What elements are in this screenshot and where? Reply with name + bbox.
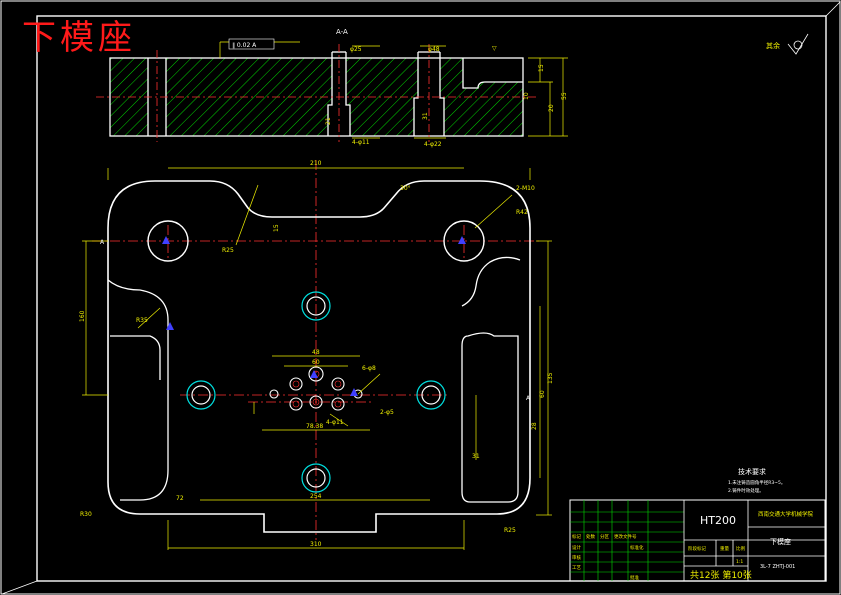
drawing-number: 3L-7 ZHTJ-001 [760, 564, 795, 570]
title-block: HT200 西南交通大学机械学院 下模座 3L-7 ZHTJ-001 共12张 … [569, 499, 826, 582]
section-mark-right: A [526, 395, 531, 402]
dim-h-10: 10 [523, 92, 530, 100]
svg-text:设计: 设计 [572, 544, 581, 551]
dim-w-48: 48 [312, 349, 320, 356]
svg-text:标准化: 标准化 [630, 544, 644, 551]
svg-text:比例: 比例 [736, 545, 745, 552]
plan-view: 210 310 254 48 60 78.38 160 135 60 28 15… [79, 160, 554, 550]
svg-text:其余: 其余 [766, 41, 780, 50]
dim-w-254: 254 [310, 493, 322, 500]
dim-h-15: 15 [538, 64, 545, 72]
dim-r-30: R30 [80, 511, 92, 518]
svg-text:工艺: 工艺 [572, 565, 581, 571]
dim-2-phi5: 2-φ5 [380, 409, 394, 416]
part-name-label: 下模座 [770, 537, 791, 546]
section-view: 55 15 20 10 4-φ11 4-φ22 φ25 φ48 21 31 ∥ … [96, 28, 568, 148]
tech-req-line-2: 2.铸件时效处理。 [728, 487, 764, 494]
section-label: A-A [336, 28, 348, 36]
dim-31b: 31 [472, 453, 480, 460]
inner-frame [36, 15, 827, 582]
dim-angle-30: 30° [400, 185, 411, 192]
material-label: HT200 [700, 514, 736, 527]
svg-text:审核: 审核 [572, 554, 581, 561]
dim-h-60: 60 [539, 390, 546, 398]
tech-requirements: 技术要求 1.未注铸造圆角半径R3~5。 2.铸件时效处理。 [728, 467, 785, 494]
page-title: 下模座 [22, 18, 136, 58]
dim-h-160: 160 [79, 310, 86, 322]
school-name: 西南交通大学机械学院 [758, 510, 814, 518]
dim-r-25: R25 [222, 247, 234, 254]
dim-r-35: R35 [136, 317, 148, 324]
dim-h-20: 20 [548, 104, 555, 112]
dim-h-72: 72 [176, 495, 184, 502]
dim-w-60: 60 [312, 359, 320, 366]
svg-text:阶段标记: 阶段标记 [688, 545, 706, 552]
dim-phi-48: φ48 [428, 46, 440, 53]
dim-holes-phi11: 4-φ11 [326, 419, 344, 426]
tech-req-heading: 技术要求 [738, 467, 766, 476]
tolerance-parallel: ∥ 0.02 A [232, 42, 257, 49]
plate-outline [107, 180, 531, 533]
dim-phi-25: φ25 [350, 46, 362, 53]
dim-6-phi8: 6-φ8 [362, 365, 376, 372]
dim-w-7838: 78.38 [306, 423, 323, 430]
dim-r-25b: R25 [504, 527, 516, 534]
dim-2-m10: 2-M10 [516, 185, 535, 192]
section-mark-left: A [100, 239, 105, 246]
dim-h-55: 55 [561, 92, 568, 100]
dim-hole-4-phi22: 4-φ22 [424, 141, 442, 148]
svg-text:更改文件号: 更改文件号 [614, 533, 637, 540]
dim-w-310: 310 [310, 541, 322, 548]
dim-h-135: 135 [547, 372, 554, 384]
tech-req-line-1: 1.未注铸造圆角半径R3~5。 [728, 479, 785, 486]
dim-21: 21 [325, 117, 332, 125]
roughness-mark-top: ▽ [492, 45, 497, 52]
svg-text:批准: 批准 [630, 574, 639, 581]
svg-text:标记: 标记 [572, 533, 581, 540]
dim-r-42: R42 [516, 209, 528, 216]
roughness-note: 其余 [766, 33, 809, 55]
svg-text:分区: 分区 [600, 533, 609, 540]
sheet-count: 共12张 第10张 [690, 569, 752, 581]
svg-text:重量: 重量 [720, 545, 729, 552]
svg-text:1:1: 1:1 [736, 559, 743, 565]
dim-31: 31 [422, 112, 429, 120]
svg-text:处数: 处数 [586, 533, 595, 540]
dim-15: 15 [273, 224, 280, 232]
dim-h-28: 28 [531, 422, 538, 430]
dim-hole-4-phi11: 4-φ11 [352, 139, 370, 146]
dim-w-210: 210 [310, 160, 322, 167]
